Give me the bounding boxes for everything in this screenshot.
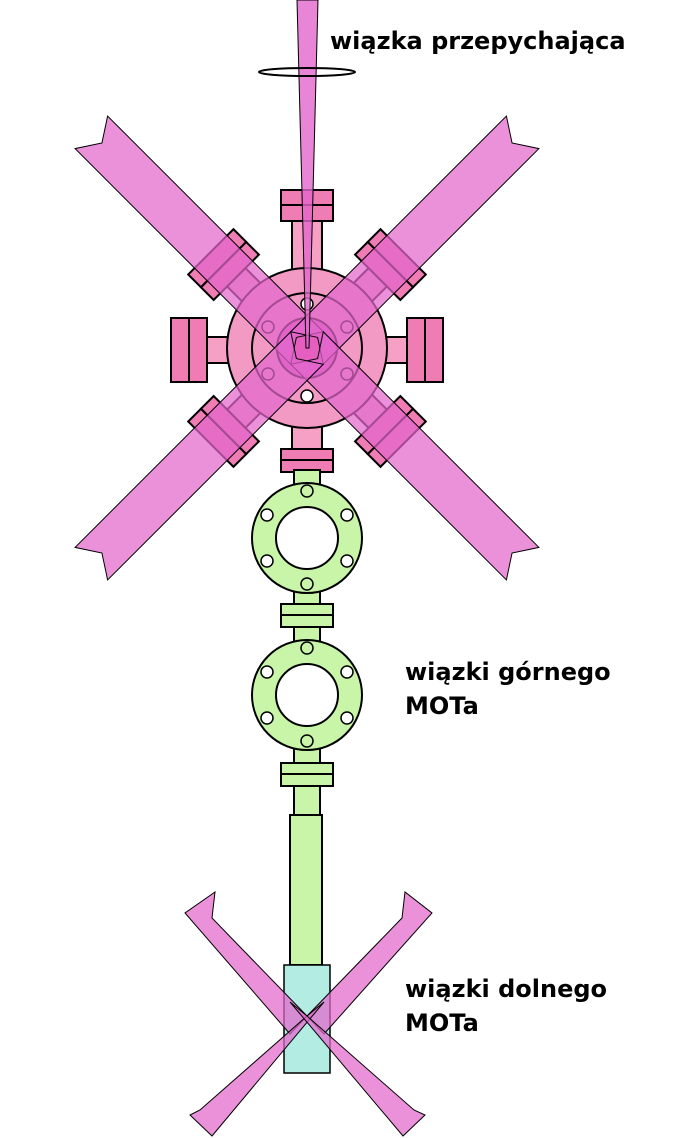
lower-mot-label: wiązki dolnego MOTa bbox=[405, 972, 607, 1040]
push-beam-label: wiązka przepychająca bbox=[330, 27, 626, 55]
lower-mot-label-line1: wiązki dolnego bbox=[405, 975, 608, 1003]
upper-mot-label-line2: MOTa bbox=[405, 692, 479, 720]
push-beam bbox=[258, 0, 356, 349]
vacuum-cross-upper bbox=[251, 482, 363, 594]
upper-mot-label-line1: wiązki górnego bbox=[405, 658, 611, 686]
vacuum-cross-lower bbox=[251, 639, 363, 751]
upper-vacuum-line bbox=[280, 469, 334, 966]
upper-mot-label: wiązki górnego MOTa bbox=[405, 655, 611, 723]
lower-mot-label-line2: MOTa bbox=[405, 1009, 479, 1037]
lower-mot-beams bbox=[184, 890, 433, 1137]
